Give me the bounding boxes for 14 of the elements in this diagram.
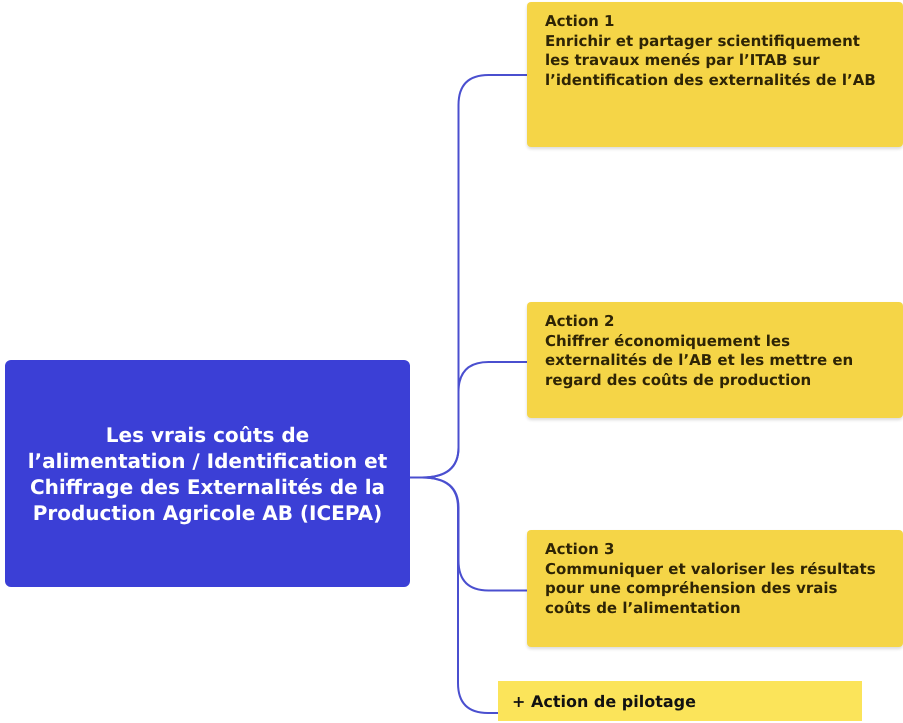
- topic-title: Les vrais coûts de l’alimentation / Identification et Chiffrage des Externalités de la Production Agricole AB (ICEPA): [26, 422, 388, 526]
- action-box: [527, 2, 903, 147]
- connector-line: [410, 476, 498, 714]
- action-box: [498, 681, 862, 721]
- action-description: Enrichir et partager scientifiquement les travaux menés par l’ITAB sur l’identification des externalités de l’AB: [545, 32, 877, 90]
- action-box: [527, 530, 903, 647]
- topic-box: [5, 360, 410, 587]
- action-box: [527, 302, 903, 418]
- action-title: Action 2: [545, 312, 616, 332]
- action-description: Chiffrer économiquement les externalités de l’AB et les mettre en regard des coûts de production: [545, 332, 854, 390]
- action-label: + Action de pilotage: [512, 692, 696, 710]
- action-title: Action 1: [545, 12, 616, 32]
- action-title: Action 3: [545, 540, 616, 560]
- action-description: Communiquer et valoriser les résultats pour une compréhension des vrais coûts de l’alimentation: [545, 560, 877, 618]
